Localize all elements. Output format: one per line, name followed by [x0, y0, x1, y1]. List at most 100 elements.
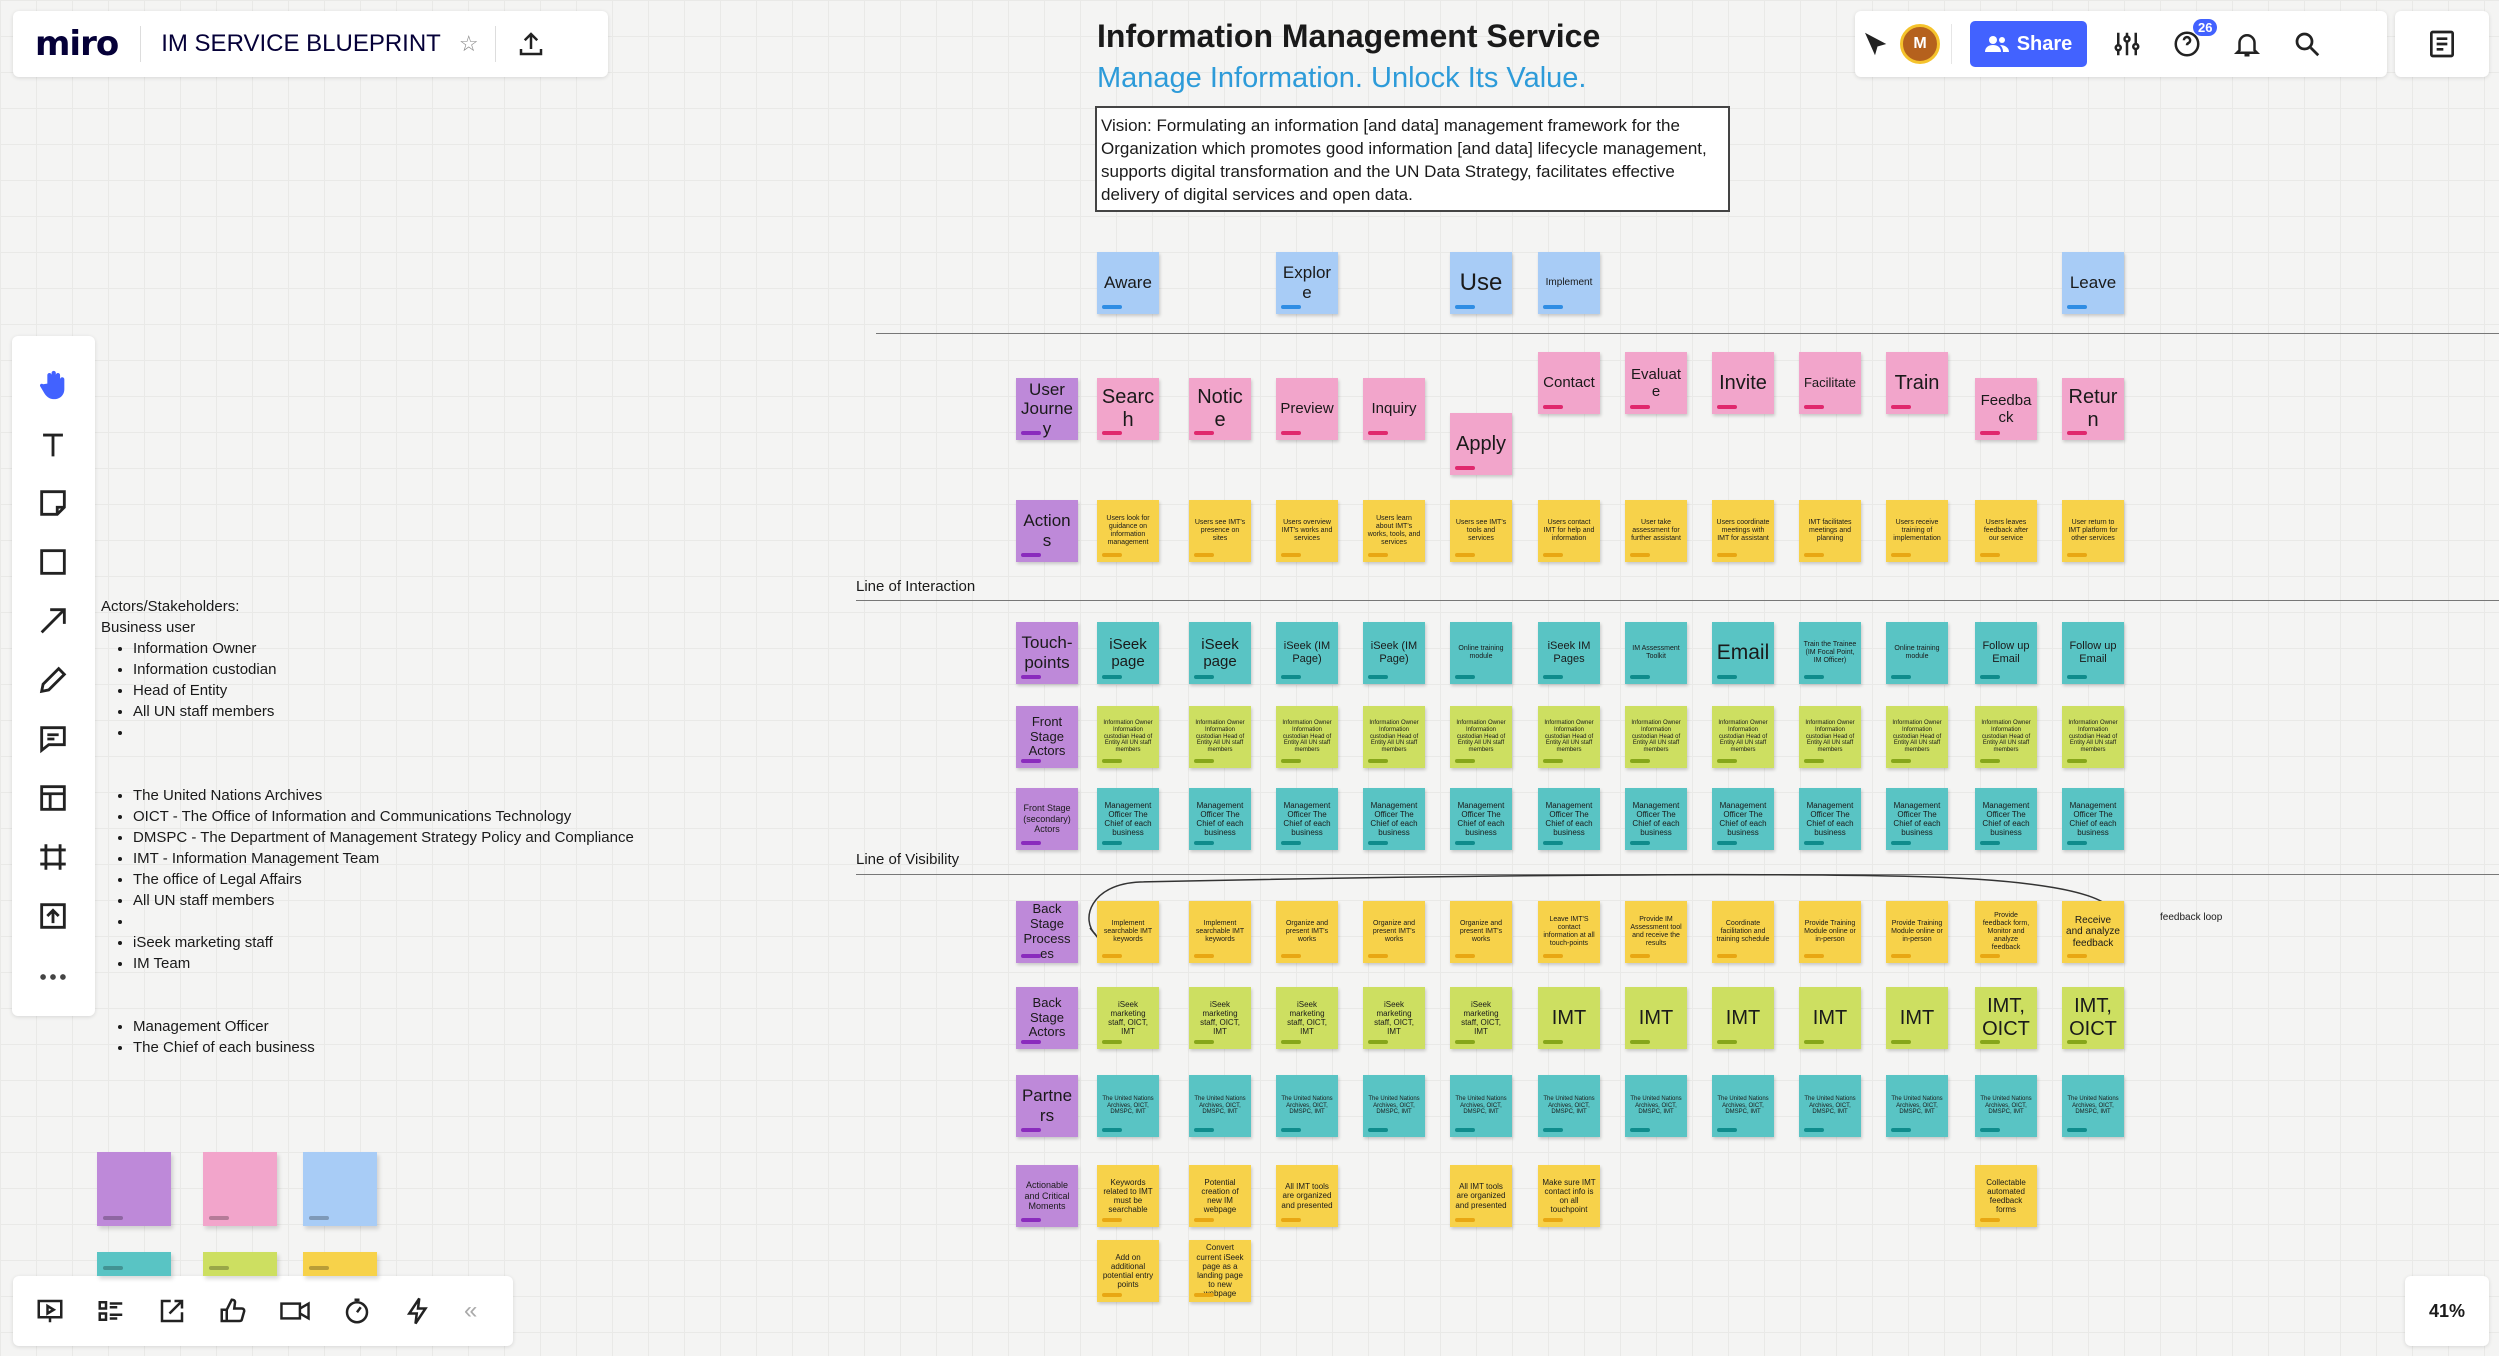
- sticky-pile-purple[interactable]: [97, 1152, 171, 1226]
- secondary-actor-sticky[interactable]: Management Officer The Chief of each bus…: [1625, 788, 1687, 850]
- journey-sticky[interactable]: Preview: [1276, 378, 1338, 440]
- board-notes-icon[interactable]: [2426, 28, 2458, 60]
- touchpoint-sticky[interactable]: Online training module: [1450, 622, 1512, 684]
- touchpoint-sticky[interactable]: Email: [1712, 622, 1774, 684]
- arrow-connector-icon[interactable]: [36, 604, 70, 638]
- journey-sticky[interactable]: Train: [1886, 352, 1948, 414]
- journey-sticky[interactable]: Facilitate: [1799, 352, 1861, 414]
- touchpoint-sticky[interactable]: iSeek page: [1189, 622, 1251, 684]
- backstage-actor-sticky[interactable]: IMT: [1712, 987, 1774, 1049]
- line-of-interaction-label[interactable]: Line of Interaction: [856, 578, 976, 595]
- line-of-interaction[interactable]: [856, 600, 2499, 601]
- touchpoint-sticky[interactable]: Follow up Email: [2062, 622, 2124, 684]
- row-label-sticky[interactable]: Partners: [1016, 1075, 1078, 1137]
- partner-sticky[interactable]: The United Nations Archives, OICT, DMSPC…: [1276, 1075, 1338, 1137]
- frame-icon[interactable]: [36, 840, 70, 874]
- backstage-process-sticky[interactable]: Implement searchable IMT keywords: [1097, 901, 1159, 963]
- backstage-actor-sticky[interactable]: IMT: [1625, 987, 1687, 1049]
- touchpoint-sticky[interactable]: iSeek page: [1097, 622, 1159, 684]
- row-label-sticky[interactable]: Back Stage Actors: [1016, 987, 1078, 1049]
- secondary-actor-sticky[interactable]: Management Officer The Chief of each bus…: [1975, 788, 2037, 850]
- row-label-sticky[interactable]: Back Stage Processes: [1016, 901, 1078, 963]
- secondary-actor-sticky[interactable]: Management Officer The Chief of each bus…: [1799, 788, 1861, 850]
- backstage-process-sticky[interactable]: Implement searchable IMT keywords: [1189, 901, 1251, 963]
- partner-sticky[interactable]: The United Nations Archives, OICT, DMSPC…: [1450, 1075, 1512, 1137]
- phase-sticky[interactable]: Use: [1450, 252, 1512, 314]
- phase-sticky[interactable]: Explore: [1276, 252, 1338, 314]
- secondary-actor-sticky[interactable]: Management Officer The Chief of each bus…: [1189, 788, 1251, 850]
- board-subtitle[interactable]: Manage Information. Unlock Its Value.: [1097, 62, 1587, 94]
- secondary-actor-sticky[interactable]: Management Officer The Chief of each bus…: [1712, 788, 1774, 850]
- backstage-actor-sticky[interactable]: IMT: [1886, 987, 1948, 1049]
- secondary-actor-sticky[interactable]: Management Officer The Chief of each bus…: [1097, 788, 1159, 850]
- action-sticky[interactable]: Users learn about IMT's works, tools, an…: [1363, 500, 1425, 562]
- backstage-actor-sticky[interactable]: iSeek marketing staff, OICT, IMT: [1450, 987, 1512, 1049]
- pen-icon[interactable]: [36, 663, 70, 697]
- front-actor-sticky[interactable]: Information Owner Information custodian …: [1276, 706, 1338, 768]
- journey-sticky[interactable]: Search: [1097, 378, 1159, 440]
- backstage-process-sticky[interactable]: Organize and present IMT's works: [1276, 901, 1338, 963]
- board-name[interactable]: IM SERVICE BLUEPRINT: [161, 30, 441, 57]
- journey-sticky[interactable]: Feedback: [1975, 378, 2037, 440]
- backstage-actor-sticky[interactable]: IMT, OICT: [2062, 987, 2124, 1049]
- journey-sticky[interactable]: Inquiry: [1363, 378, 1425, 440]
- partner-sticky[interactable]: The United Nations Archives, OICT, DMSPC…: [1097, 1075, 1159, 1137]
- front-actor-sticky[interactable]: Information Owner Information custodian …: [1712, 706, 1774, 768]
- board-list-icon[interactable]: [96, 1296, 126, 1326]
- journey-sticky[interactable]: Invite: [1712, 352, 1774, 414]
- sticky-pile-pink[interactable]: [203, 1152, 277, 1226]
- action-sticky[interactable]: Users contact IMT for help and informati…: [1538, 500, 1600, 562]
- bell-icon[interactable]: [2217, 29, 2277, 59]
- shape-icon[interactable]: [36, 545, 70, 579]
- sticky-pile-yellow[interactable]: [303, 1252, 377, 1276]
- search-icon[interactable]: [2277, 29, 2337, 59]
- front-actor-sticky[interactable]: Information Owner Information custodian …: [1097, 706, 1159, 768]
- zoom-level[interactable]: 41%: [2405, 1276, 2489, 1346]
- row-label-sticky[interactable]: Actions: [1016, 500, 1078, 562]
- phase-divider-line[interactable]: [876, 333, 2499, 334]
- board-title[interactable]: Information Management Service: [1097, 18, 1601, 54]
- partner-sticky[interactable]: The United Nations Archives, OICT, DMSPC…: [2062, 1075, 2124, 1137]
- template-frame-icon[interactable]: [36, 781, 70, 815]
- vision-text-box[interactable]: Vision: Formulating an information [and …: [1095, 106, 1730, 212]
- critical-moment-sticky[interactable]: Keywords related to IMT must be searchab…: [1097, 1165, 1159, 1227]
- backstage-process-sticky[interactable]: Provide IM Assessment tool and receive t…: [1625, 901, 1687, 963]
- secondary-actor-sticky[interactable]: Management Officer The Chief of each bus…: [1363, 788, 1425, 850]
- backstage-process-sticky[interactable]: Provide Training Module online or in-per…: [1886, 901, 1948, 963]
- upload-icon[interactable]: [36, 899, 70, 933]
- partner-sticky[interactable]: The United Nations Archives, OICT, DMSPC…: [1625, 1075, 1687, 1137]
- backstage-actor-sticky[interactable]: iSeek marketing staff, OICT, IMT: [1189, 987, 1251, 1049]
- lightning-icon[interactable]: [403, 1296, 433, 1326]
- partner-sticky[interactable]: The United Nations Archives, OICT, DMSPC…: [1886, 1075, 1948, 1137]
- critical-moment-sticky[interactable]: All IMT tools are organized and presente…: [1450, 1165, 1512, 1227]
- secondary-actor-sticky[interactable]: Management Officer The Chief of each bus…: [1450, 788, 1512, 850]
- action-sticky[interactable]: Users leaves feedback after our service: [1975, 500, 2037, 562]
- action-sticky[interactable]: Users see IMT's tools and services: [1450, 500, 1512, 562]
- front-actor-sticky[interactable]: Information Owner Information custodian …: [1886, 706, 1948, 768]
- front-actor-sticky[interactable]: Information Owner Information custodian …: [1363, 706, 1425, 768]
- upload-export-icon[interactable]: [516, 29, 546, 59]
- row-label-sticky[interactable]: Front Stage Actors: [1016, 706, 1078, 768]
- action-sticky[interactable]: Users coordinate meetings with IMT for a…: [1712, 500, 1774, 562]
- avatar[interactable]: M: [1900, 24, 1940, 64]
- feedback-loop-label[interactable]: feedback loop: [2160, 912, 2223, 923]
- journey-sticky[interactable]: Notice: [1189, 378, 1251, 440]
- action-sticky[interactable]: Users look for guidance on information m…: [1097, 500, 1159, 562]
- comment-icon[interactable]: [36, 722, 70, 756]
- secondary-actor-sticky[interactable]: Management Officer The Chief of each bus…: [1276, 788, 1338, 850]
- line-of-visibility-label[interactable]: Line of Visibility: [856, 851, 960, 868]
- backstage-process-sticky[interactable]: Coordinate facilitation and training sch…: [1712, 901, 1774, 963]
- partner-sticky[interactable]: The United Nations Archives, OICT, DMSPC…: [1189, 1075, 1251, 1137]
- text-icon[interactable]: [36, 428, 70, 462]
- sticky-pile-lime[interactable]: [203, 1252, 277, 1276]
- phase-sticky[interactable]: Implement: [1538, 252, 1600, 314]
- more-tools-icon[interactable]: [36, 960, 70, 994]
- front-actor-sticky[interactable]: Information Owner Information custodian …: [1189, 706, 1251, 768]
- action-sticky[interactable]: User return to IMT platform for other se…: [2062, 500, 2124, 562]
- action-sticky[interactable]: IMT facilitates meetings and planning: [1799, 500, 1861, 562]
- row-label-sticky[interactable]: Actionable and Critical Moments: [1016, 1165, 1078, 1227]
- actors-stakeholders-list[interactable]: Actors/Stakeholders: Business user Infor…: [101, 596, 634, 1058]
- action-sticky[interactable]: User take assessment for further assista…: [1625, 500, 1687, 562]
- partner-sticky[interactable]: The United Nations Archives, OICT, DMSPC…: [1799, 1075, 1861, 1137]
- hand-icon[interactable]: [36, 368, 70, 402]
